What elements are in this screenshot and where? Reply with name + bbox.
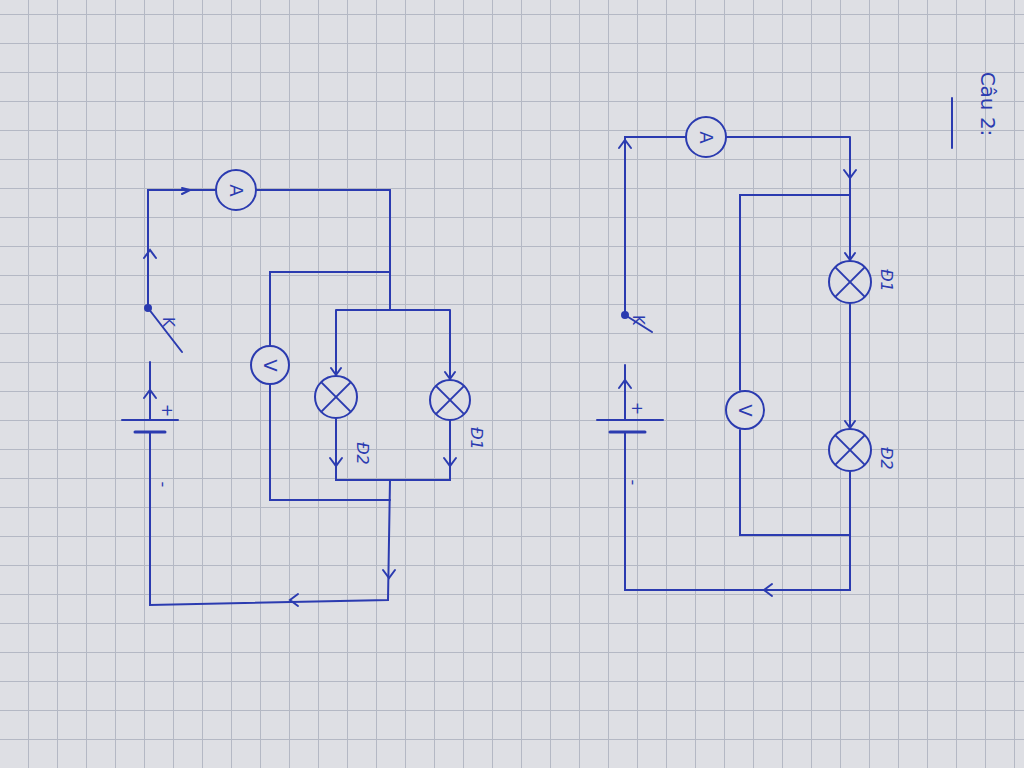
current-arrow [144, 390, 156, 398]
battery-plate [122, 419, 178, 421]
lamp-label: Đ2 [876, 447, 895, 470]
meter-symbol: A [685, 116, 727, 158]
battery-plate [597, 419, 663, 421]
meter-letter: A [695, 131, 716, 143]
lamp-label: Đ2 [352, 442, 371, 465]
current-arrow [330, 458, 342, 466]
lamp-cross [835, 435, 865, 465]
lamp-label: Đ1 [466, 427, 485, 450]
wire [336, 419, 450, 480]
lamp-symbol: Đ1 [828, 260, 872, 304]
wire [624, 365, 626, 420]
current-arrow [290, 594, 298, 606]
circuit-label: - [154, 482, 173, 488]
lamp-symbol: Đ2 [314, 375, 358, 419]
meter-letter: A [225, 184, 246, 196]
circuit-label: + [158, 404, 177, 417]
current-arrow [764, 584, 772, 596]
circuit-label: + [628, 402, 647, 415]
meter-symbol: A [215, 169, 257, 211]
lamp-circle [829, 429, 871, 471]
lamp-outline [314, 375, 358, 419]
title-text: Câu 2: [976, 71, 1000, 136]
wire [148, 190, 215, 308]
meter-letter: V [734, 404, 755, 416]
current-arrow [182, 188, 190, 194]
title-underline [951, 98, 953, 148]
wire-connector [727, 137, 850, 260]
lamp-circle [430, 380, 470, 420]
lamp-label: Đ1 [876, 269, 895, 292]
lamp-circle [829, 261, 871, 303]
wire [625, 137, 685, 315]
switch-blade [625, 315, 652, 332]
wire [625, 432, 850, 590]
wire-connector [257, 190, 450, 379]
lamp-cross [835, 267, 865, 297]
lamp-symbol: Đ1 [429, 379, 471, 421]
lamp-cross [321, 382, 351, 412]
lamp-cross [321, 382, 351, 412]
circuit-label: - [624, 480, 643, 486]
current-arrow [144, 250, 156, 258]
meter-letter: V [259, 359, 280, 371]
lamp-symbol: Đ2 [828, 428, 872, 472]
lamp-cross [436, 386, 464, 414]
meter-symbol: V [250, 345, 290, 385]
meter-symbol: V [725, 390, 765, 430]
wire-connector [849, 304, 851, 428]
lamp-outline [429, 379, 471, 421]
current-arrow [619, 140, 631, 148]
wire [270, 272, 390, 345]
current-arrow [444, 458, 456, 466]
current-arrow [383, 570, 395, 578]
circuit-label: K [159, 317, 177, 327]
lamp-cross [835, 267, 865, 297]
lamp-cross [436, 386, 464, 414]
current-arrow [619, 380, 631, 388]
lamp-circle [315, 376, 357, 418]
circuit-label: K [629, 315, 647, 325]
lamp-cross [835, 435, 865, 465]
battery-plate [610, 431, 645, 434]
switch-blade [148, 308, 182, 352]
lamp-outline [828, 260, 872, 304]
lamp-outline [828, 428, 872, 472]
